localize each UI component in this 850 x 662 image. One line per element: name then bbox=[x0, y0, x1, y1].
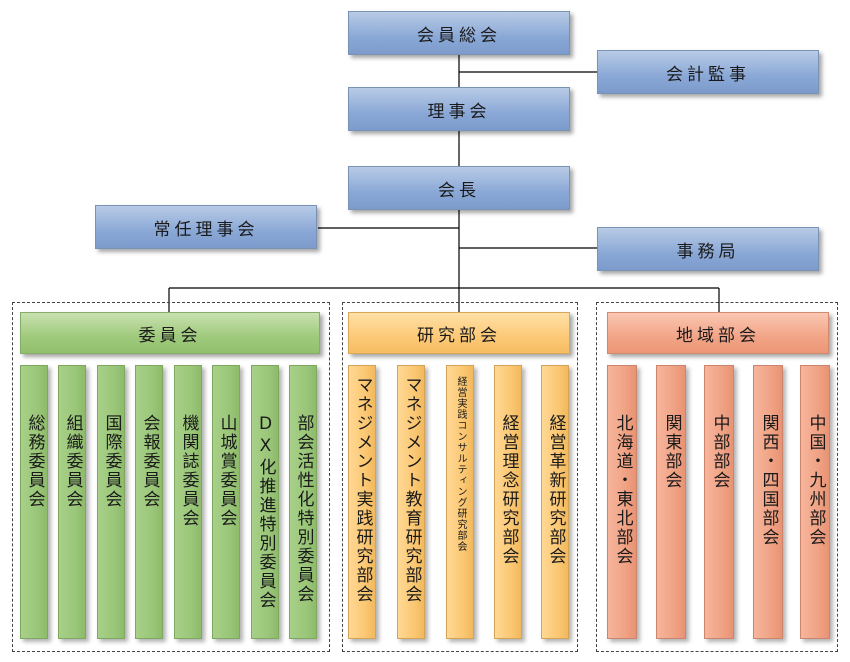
secretariat-box: 事務局 bbox=[597, 227, 819, 271]
research-item: 経営理念研究部会 bbox=[494, 365, 522, 639]
committee-item: 国際委員会 bbox=[97, 365, 125, 639]
research-header: 研究部会 bbox=[348, 312, 570, 354]
research-item: マネジメント実践研究部会 bbox=[348, 365, 376, 639]
regional-header: 地域部会 bbox=[607, 312, 829, 354]
standing-board-box: 常任理事会 bbox=[95, 205, 317, 249]
committee-item: 会報委員会 bbox=[135, 365, 163, 639]
committee-item: 組織委員会 bbox=[58, 365, 86, 639]
committee-item: 山城賞委員会 bbox=[212, 365, 240, 639]
president-box: 会長 bbox=[348, 166, 570, 210]
regional-item: 中部部会 bbox=[704, 365, 734, 639]
regional-group bbox=[596, 302, 838, 652]
regional-item: 中国・九州部会 bbox=[800, 365, 830, 639]
regional-item: 関東部会 bbox=[656, 365, 686, 639]
research-item: 経営実践コンサルティング研究部会 bbox=[446, 365, 474, 639]
general-meeting-box: 会員総会 bbox=[348, 11, 570, 55]
auditor-box: 会計監事 bbox=[597, 50, 819, 94]
committee-item: 部会活性化特別委員会 bbox=[289, 365, 317, 639]
research-group bbox=[342, 302, 578, 652]
committees-group bbox=[12, 302, 330, 652]
regional-item: 関西・四国部会 bbox=[753, 365, 783, 639]
research-item: マネジメント教育研究部会 bbox=[397, 365, 425, 639]
regional-item: 北海道・東北部会 bbox=[607, 365, 637, 639]
board-box: 理事会 bbox=[348, 87, 570, 131]
committee-item: 機関誌委員会 bbox=[174, 365, 202, 639]
committee-item: 総務委員会 bbox=[20, 365, 48, 639]
committee-item: DX化推進特別委員会 bbox=[251, 365, 279, 639]
committees-header: 委員会 bbox=[20, 312, 320, 354]
research-item: 経営革新研究部会 bbox=[541, 365, 569, 639]
